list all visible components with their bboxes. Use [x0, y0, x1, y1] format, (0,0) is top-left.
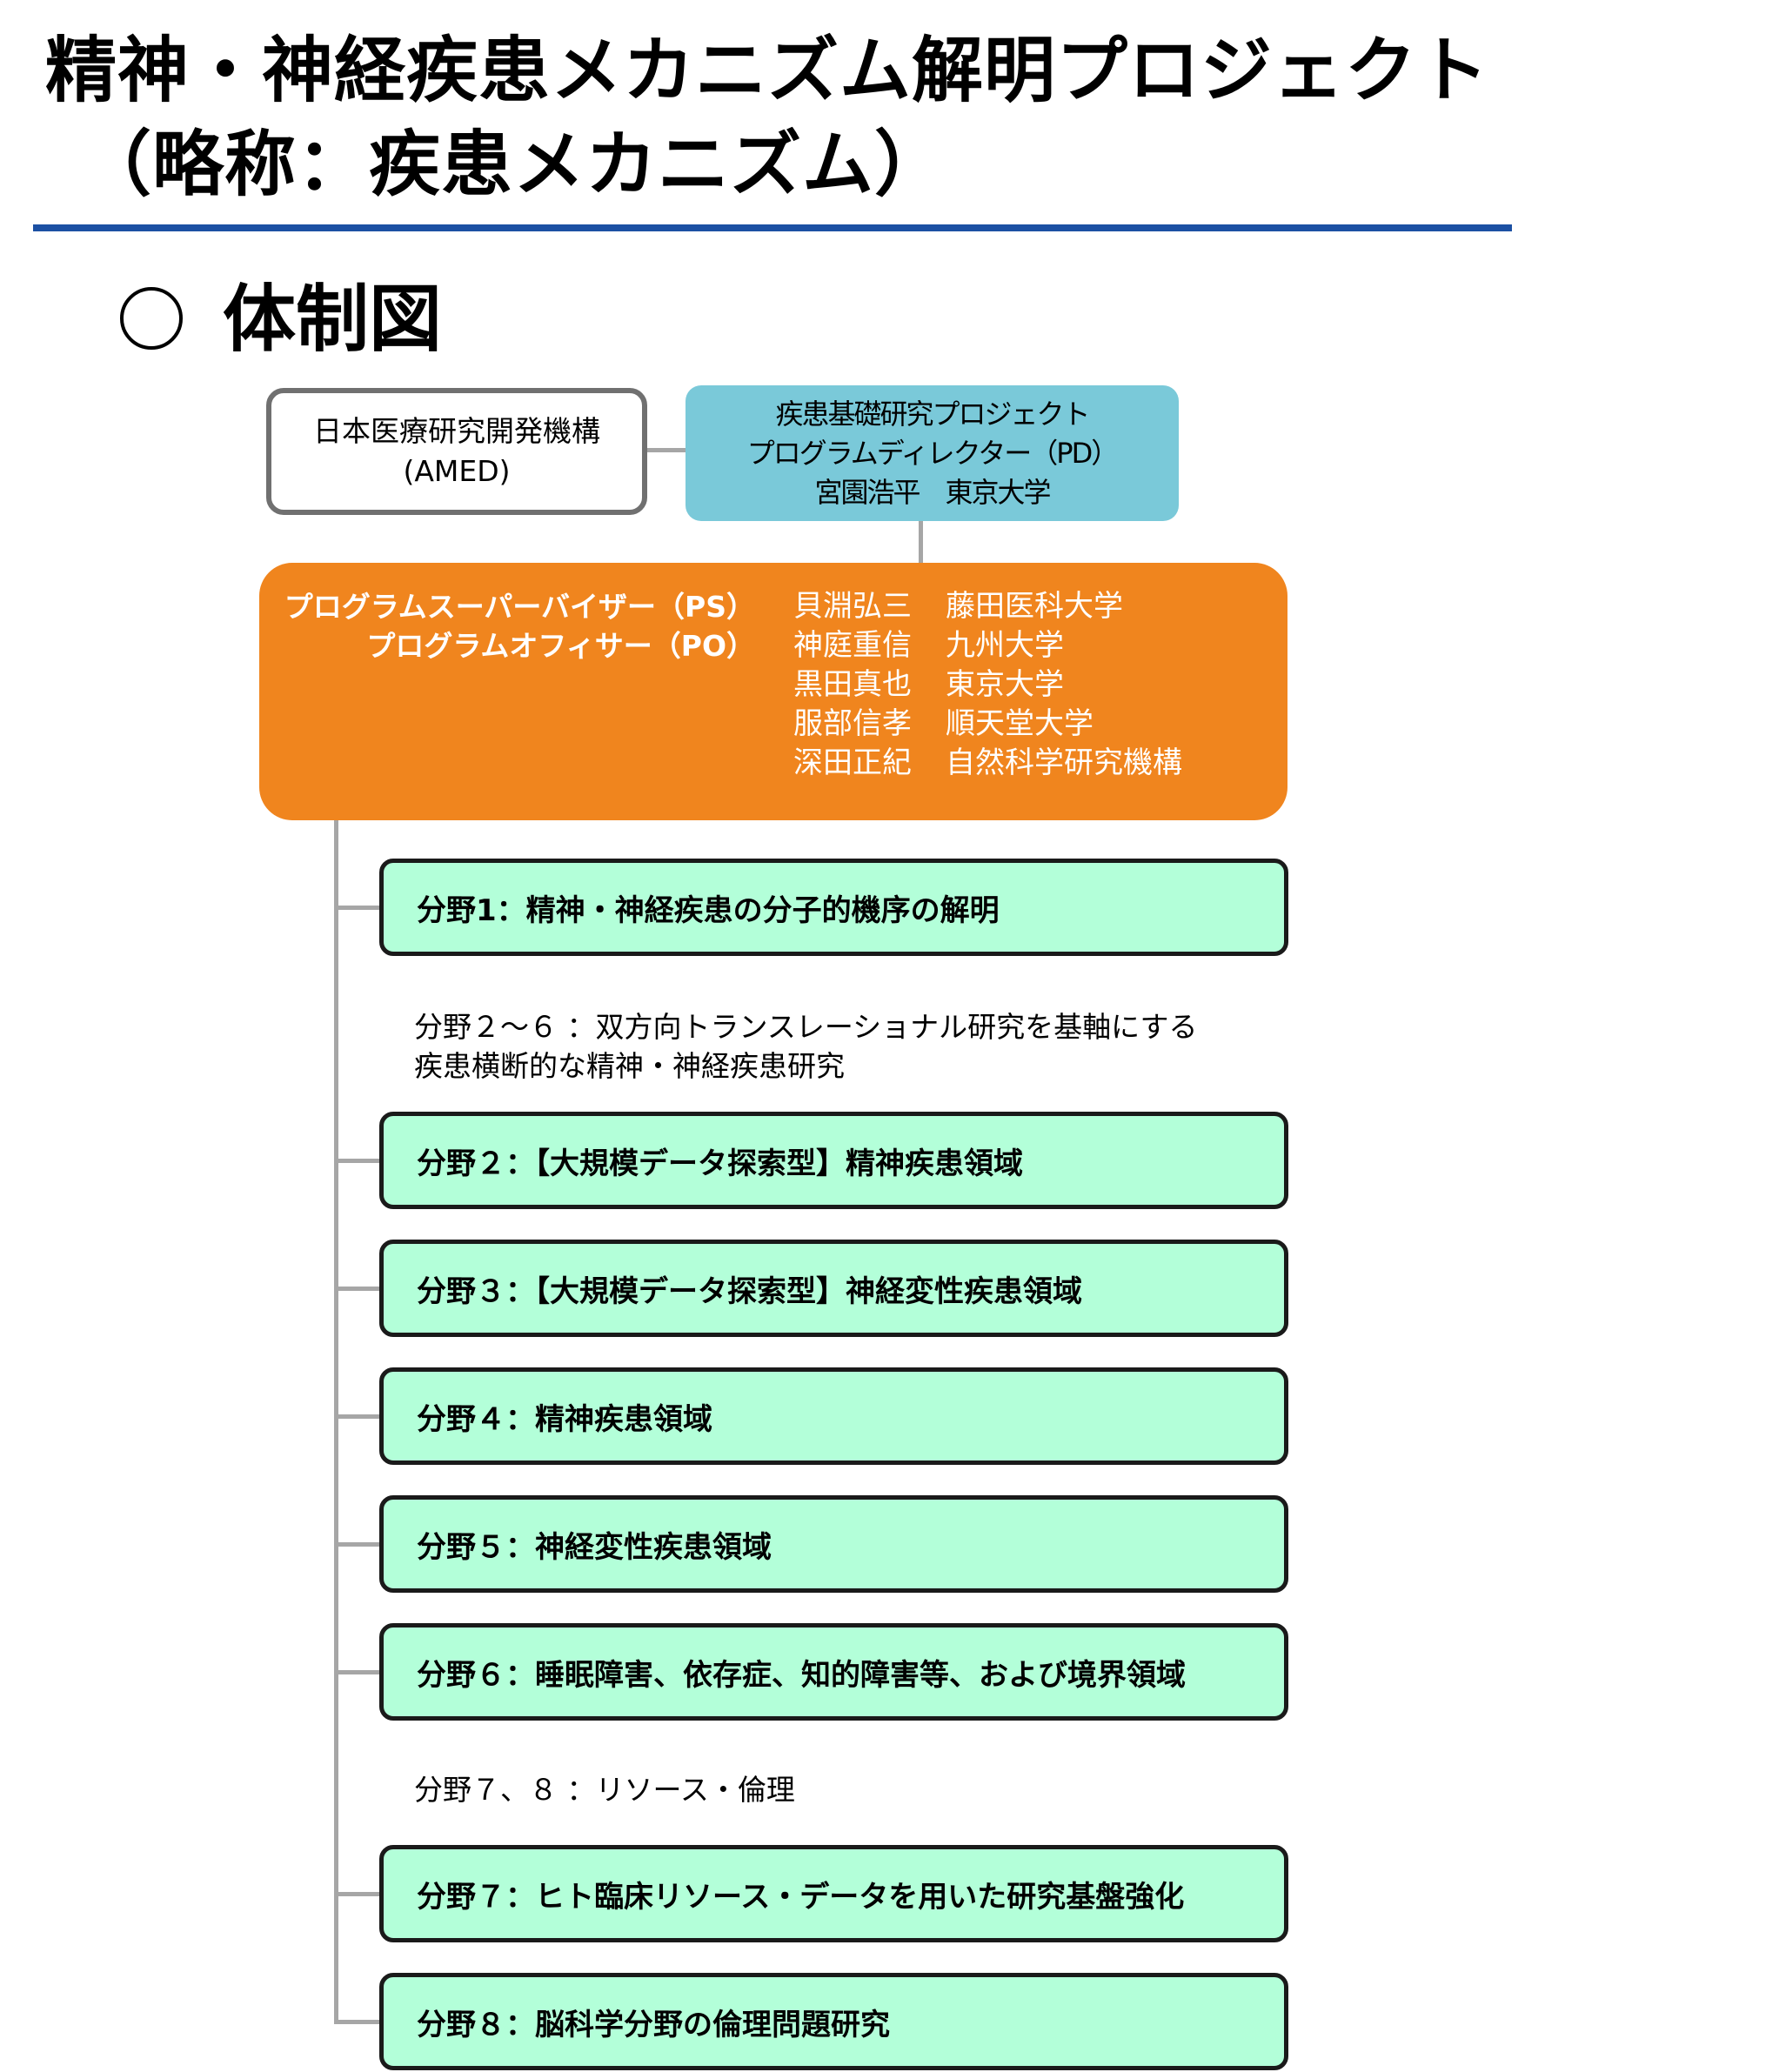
- field-7-box: 分野７：ヒト臨床リソース・データを用いた研究基盤強化: [379, 1845, 1288, 1942]
- group-note-2-6-line1: 分野２～６ ：双方向トランスレーショナル研究を基軸にする: [414, 1010, 1198, 1044]
- connector-branch-6: [334, 1670, 379, 1674]
- member-row: 貝淵弘三藤田医科大学: [793, 587, 1123, 626]
- field-1-label: 分野1：精神・神経疾患の分子的機序の解明: [417, 892, 1000, 928]
- amed-box: 日本医療研究開発機構 (AMED): [266, 388, 647, 515]
- member-name: 服部信孝: [793, 706, 912, 741]
- pd-person: 宮園浩平 東京大学: [814, 475, 1051, 509]
- connector-branch-2: [334, 1159, 379, 1163]
- member-name: 神庭重信: [793, 628, 912, 663]
- member-org: 順天堂大学: [946, 706, 1093, 741]
- field-3-label: 分野３：【大規模データ探索型】神経変性疾患領域: [417, 1273, 1082, 1309]
- amed-name: 日本医療研究開発機構: [313, 414, 600, 448]
- field-3-box: 分野３：【大規模データ探索型】神経変性疾患領域: [379, 1240, 1288, 1337]
- field-8-box: 分野８：脳科学分野の倫理問題研究: [379, 1973, 1288, 2070]
- field-4-label: 分野４：精神疾患領域: [417, 1401, 712, 1437]
- member-org: 九州大学: [946, 628, 1064, 663]
- member-org: 藤田医科大学: [946, 589, 1123, 624]
- connector-branch-7: [334, 1892, 379, 1896]
- field-2-box: 分野２：【大規模データ探索型】精神疾患領域: [379, 1112, 1288, 1209]
- connector-trunk: [334, 820, 338, 2024]
- field-1-box: 分野1：精神・神経疾患の分子的機序の解明: [379, 859, 1288, 956]
- field-6-label: 分野６：睡眠障害、依存症、知的障害等、および境界領域: [417, 1657, 1186, 1693]
- connector-branch-5: [334, 1542, 379, 1547]
- title-line-2: （略称：疾患メカニズム）: [80, 124, 947, 206]
- member-name: 黒田真也: [793, 667, 912, 702]
- member-org: 東京大学: [946, 667, 1064, 702]
- field-4-box: 分野４：精神疾患領域: [379, 1367, 1288, 1465]
- field-8-label: 分野８：脳科学分野の倫理問題研究: [417, 2007, 890, 2042]
- field-6-box: 分野６：睡眠障害、依存症、知的障害等、および境界領域: [379, 1623, 1288, 1721]
- group-note-2-6: 分野２～６ ：双方向トランスレーショナル研究を基軸にする 疾患横断的な精神・神経…: [414, 1007, 1198, 1086]
- field-5-label: 分野５：神経変性疾患領域: [417, 1529, 772, 1565]
- field-7-label: 分野７：ヒト臨床リソース・データを用いた研究基盤強化: [417, 1879, 1185, 1915]
- amed-abbrev: (AMED): [403, 454, 511, 488]
- connector-pd-ps: [919, 521, 923, 563]
- field-2-label: 分野２：【大規模データ探索型】精神疾患領域: [417, 1146, 1023, 1181]
- connector-amed-pd: [647, 448, 686, 452]
- title-underline: [33, 224, 1512, 231]
- circle-bullet-icon: [120, 287, 183, 350]
- member-org: 自然科学研究機構: [946, 745, 1182, 780]
- ps-po-box: プログラムスーパーバイザー（PS） プログラムオフィサー（PO） 貝淵弘三藤田医…: [259, 563, 1287, 820]
- title-line-1: 精神・神経疾患メカニズム解明プロジェクト: [45, 30, 1490, 112]
- member-row: 黒田真也東京大学: [793, 665, 1064, 705]
- pd-role: プログラムディレクター（PD）: [746, 436, 1119, 470]
- group-note-2-6-line2: 疾患横断的な精神・神経疾患研究: [414, 1049, 845, 1083]
- member-name: 深田正紀: [793, 745, 912, 780]
- member-row: 深田正紀自然科学研究機構: [793, 744, 1182, 783]
- connector-branch-1: [334, 906, 379, 910]
- po-role-label: プログラムオフィサー（PO）: [366, 629, 755, 663]
- pd-project: 疾患基礎研究プロジェクト: [775, 397, 1090, 431]
- member-name: 貝淵弘三: [793, 589, 912, 624]
- pd-box: 疾患基礎研究プロジェクト プログラムディレクター（PD） 宮園浩平 東京大学: [686, 385, 1179, 521]
- member-row: 服部信孝順天堂大学: [793, 705, 1093, 744]
- field-5-box: 分野５：神経変性疾患領域: [379, 1495, 1288, 1593]
- section-heading: 体制図: [223, 277, 443, 362]
- page-title: 精神・神経疾患メカニズム解明プロジェクト （略称：疾患メカニズム）: [45, 24, 1489, 212]
- member-row: 神庭重信九州大学: [793, 626, 1064, 665]
- group-note-7-8: 分野７、８ ：リソース・倫理: [414, 1773, 795, 1807]
- connector-branch-3: [334, 1287, 379, 1291]
- ps-role-label: プログラムスーパーバイザー（PS）: [284, 590, 755, 624]
- connector-branch-8: [334, 2020, 379, 2024]
- connector-branch-4: [334, 1414, 379, 1419]
